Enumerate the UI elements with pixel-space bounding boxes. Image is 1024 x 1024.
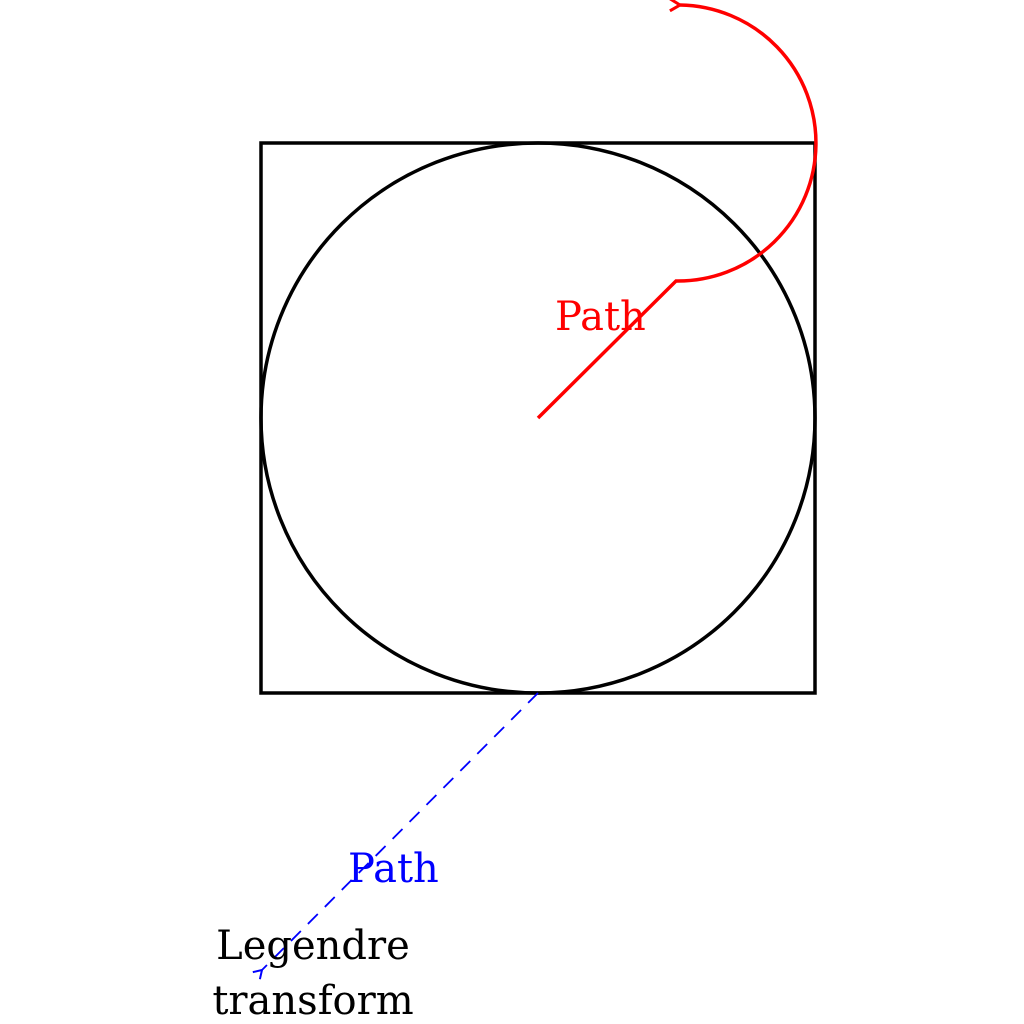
legendre-label-line1: Legendre <box>216 923 410 969</box>
legendre-label-line2: transform <box>212 978 413 1024</box>
blue-path-label: Path <box>348 846 439 892</box>
blue-dashed-path <box>252 692 539 980</box>
red-path-label: Path <box>555 294 646 340</box>
red-path-curve <box>536 5 818 420</box>
